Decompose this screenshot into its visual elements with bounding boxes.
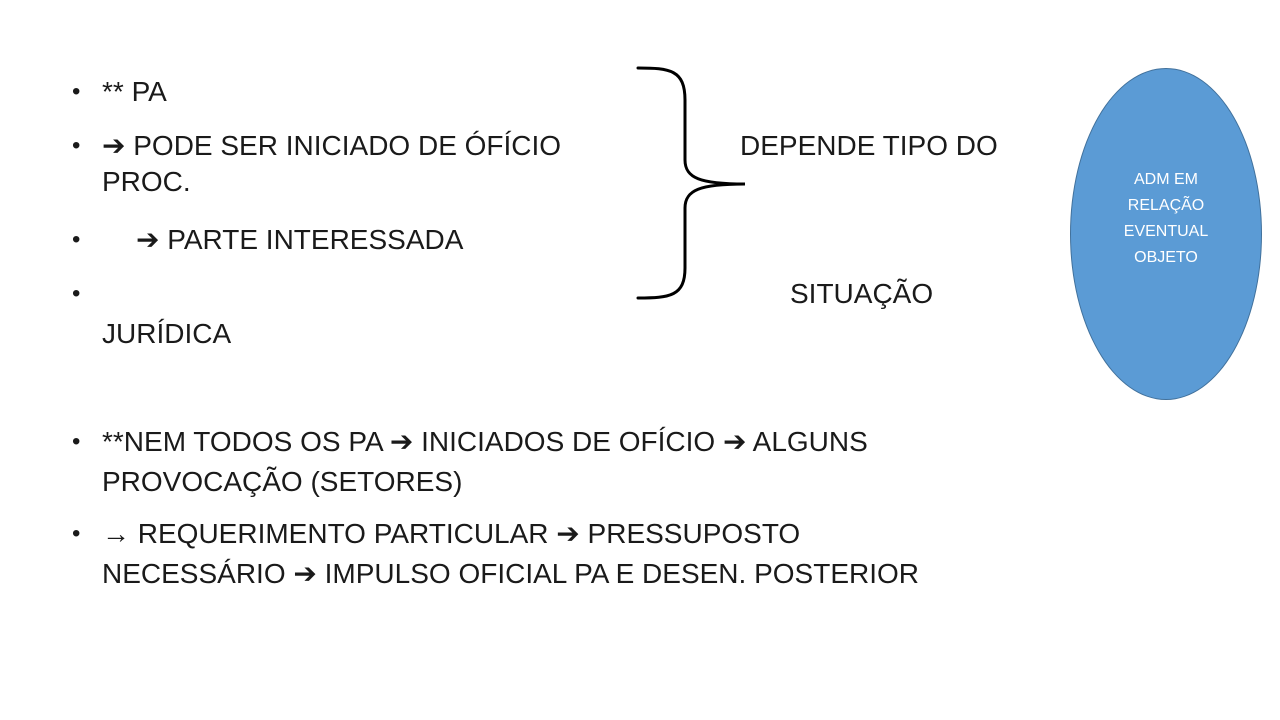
bullet-dot: • (72, 520, 81, 547)
bullet-dot: • (72, 132, 81, 159)
bullet-2-line-2: PROC. (102, 166, 191, 197)
bullet-6-line-2: NECESSÁRIO ➔ IMPULSO OFICIAL PA E DESEN.… (102, 556, 1002, 592)
bullet-4-line-2: JURÍDICA (102, 318, 232, 349)
bullet-3-line: ➔ PARTE INTERESSADA (136, 222, 1036, 258)
bullet-2-right: DEPENDE TIPO DO (740, 130, 998, 161)
callout-line: OBJETO (1134, 249, 1198, 266)
bullet-6-part-4: IMPULSO OFICIAL PA E DESEN. POSTERIOR (324, 558, 919, 589)
bullet-dot: • (72, 226, 81, 253)
bullet-5-part-1: **NEM TODOS OS PA (102, 426, 383, 457)
bullet-5-part-2: INICIADOS DE OFÍCIO (421, 426, 716, 457)
callout-line: EVENTUAL (1123, 223, 1209, 240)
callout-ellipse: ADM EM RELAÇÃO EVENTUAL OBJETO (1070, 68, 1262, 400)
callout-line: RELAÇÃO (1127, 197, 1205, 214)
right-brace-shape (636, 66, 746, 300)
arrow-right-icon: ➔ (102, 130, 126, 161)
callout-line: ADM EM (1134, 171, 1198, 188)
bullet-3-main: PARTE INTERESSADA (167, 224, 464, 255)
arrow-right-icon: ➔ (556, 518, 580, 549)
bullet-5-part-3: ALGUNS (752, 426, 868, 457)
bullet-2-line-1: ➔ PODE SER INICIADO DE ÓFÍCIO (102, 128, 1002, 164)
bullet-dot: • (72, 280, 81, 307)
arrow-right-icon: ➔ (136, 224, 160, 255)
bullet-6-line-1: → REQUERIMENTO PARTICULAR ➔ PRESSUPOSTO (102, 516, 1002, 552)
bullet-6-part-1: REQUERIMENTO PARTICULAR (137, 518, 549, 549)
bullet-5-line-2: PROVOCAÇÃO (SETORES) (102, 466, 463, 497)
bullet-6-part-3: NECESSÁRIO (102, 558, 286, 589)
arrow-right-icon: ➔ (293, 558, 317, 589)
bullet-dot: • (72, 78, 81, 105)
bullet-dot: • (72, 428, 81, 455)
bullet-6-part-2: PRESSUPOSTO (587, 518, 801, 549)
bullet-2-main: PODE SER INICIADO DE ÓFÍCIO (133, 130, 562, 161)
bullet-1-text: ** PA (102, 76, 167, 107)
bullet-4-right: SITUAÇÃO (790, 278, 934, 309)
arrow-right-icon: ➔ (389, 426, 414, 457)
arrow-right-icon: ➔ (722, 426, 747, 457)
callout-text: ADM EM RELAÇÃO EVENTUAL OBJETO (1106, 167, 1226, 271)
thin-arrow-right-icon: → (102, 518, 130, 549)
bullet-5-line-1: **NEM TODOS OS PA ➔ INICIADOS DE OFÍCIO … (102, 424, 1002, 460)
